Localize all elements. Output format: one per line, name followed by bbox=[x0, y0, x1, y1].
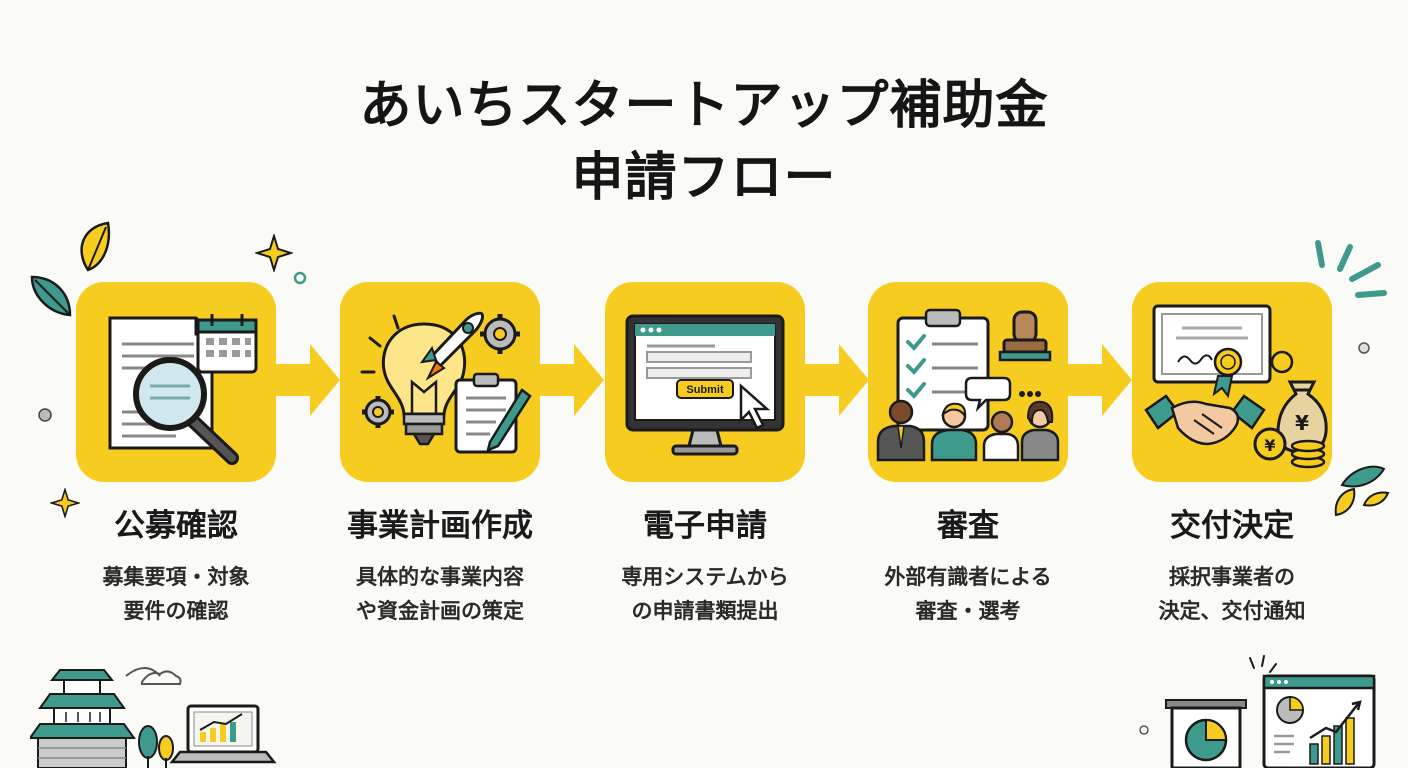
step-1-description: 募集要項・対象 要件の確認 bbox=[36, 560, 316, 628]
arrow-right-icon bbox=[276, 344, 340, 416]
arrow-right-icon bbox=[805, 344, 869, 416]
step-2-title: 事業計画作成 bbox=[347, 508, 533, 544]
step-5-description: 採択事業者の 決定、交付通知 bbox=[1092, 560, 1372, 628]
step-1-desc-line-2: 要件の確認 bbox=[123, 599, 229, 623]
step-4-desc-line-2: 審査・選考 bbox=[915, 599, 1021, 623]
castle-illustration bbox=[30, 667, 277, 768]
step-4-desc-line-1: 外部有識者による bbox=[884, 565, 1052, 589]
checklist-reviewers-stamp-icon bbox=[876, 308, 1060, 462]
step-1-title: 公募確認 bbox=[114, 508, 238, 544]
step-5-desc-line-2: 決定、交付通知 bbox=[1158, 599, 1306, 623]
arrow-right-icon bbox=[540, 344, 604, 416]
svg-text:¥: ¥ bbox=[1264, 436, 1275, 455]
step-1-icon-tile bbox=[76, 282, 276, 482]
step-3-icon-tile: Submit bbox=[605, 282, 805, 482]
step-3-description: 専用システムから の申請書類提出 bbox=[565, 560, 845, 628]
svg-text:¥: ¥ bbox=[1295, 411, 1309, 435]
leaf-decoration-right bbox=[1334, 465, 1390, 517]
submit-button-label: Submit bbox=[686, 384, 724, 396]
document-magnifier-calendar-icon bbox=[108, 314, 258, 465]
step-5-desc-line-1: 採択事業者の bbox=[1169, 565, 1295, 589]
title-line-2: 申請フロー bbox=[571, 148, 837, 208]
step-4-description: 外部有識者による 審査・選考 bbox=[828, 560, 1108, 628]
step-2-description: 具体的な事業内容 や資金計画の策定 bbox=[300, 560, 580, 628]
certificate-handshake-money-icon: ¥ ¥ bbox=[1144, 304, 1328, 469]
burst-decoration-top-right bbox=[1315, 240, 1387, 298]
dot-decoration bbox=[38, 408, 52, 422]
step-2-desc-line-2: や資金計画の策定 bbox=[356, 599, 524, 623]
step-3-title: 電子申請 bbox=[643, 508, 767, 544]
sparkle-icon bbox=[50, 488, 80, 518]
step-3-desc-line-2: の申請書類提出 bbox=[631, 599, 779, 623]
step-4-icon-tile bbox=[868, 282, 1068, 482]
step-1-desc-line-1: 募集要項・対象 bbox=[102, 565, 250, 589]
presentation-chart-illustration bbox=[1139, 655, 1376, 768]
lightbulb-rocket-clipboard-icon bbox=[360, 311, 532, 454]
step-5-title: 交付決定 bbox=[1170, 508, 1294, 544]
step-5-icon-tile: ¥ ¥ bbox=[1132, 282, 1332, 482]
step-4-title: 審査 bbox=[937, 508, 999, 544]
computer-monitor-form-icon: Submit bbox=[625, 314, 785, 456]
step-2-desc-line-1: 具体的な事業内容 bbox=[356, 565, 524, 589]
dot-decoration bbox=[1358, 342, 1370, 354]
arrow-right-icon bbox=[1068, 344, 1132, 416]
leaf-decoration-top-left bbox=[30, 221, 111, 317]
sparkle-icon bbox=[255, 234, 293, 272]
dot-decoration bbox=[293, 271, 307, 285]
step-2-icon-tile bbox=[340, 282, 540, 482]
page-title: あいちスタートアップ補助金 申請フロー bbox=[0, 70, 1408, 214]
title-line-1: あいちスタートアップ補助金 bbox=[359, 76, 1049, 136]
step-3-desc-line-1: 専用システムから bbox=[621, 565, 789, 589]
